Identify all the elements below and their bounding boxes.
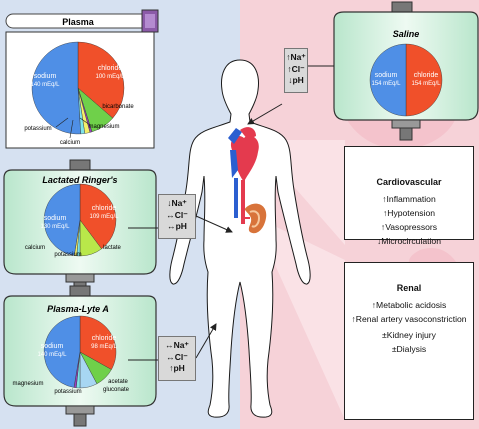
pie-pl-slice-chloride [79,315,117,370]
lr-effect-box: ↓Na⁺ ↔Cl⁻ ↔pH [158,194,196,239]
renal-projection [262,220,345,420]
lr-chloride-value: 109 mEq/L [89,214,119,220]
pl-gluconate-label: gluconate [103,387,130,393]
plasma-lyte-pie-chart [43,315,117,389]
lr-effect-cl: ↔Cl⁻ [166,209,188,220]
saline-pie-chart [369,43,443,117]
lr-calcium-label: calcium [25,245,45,251]
flow-arrows [128,65,334,361]
pl-acetate-label: acetate [108,379,128,385]
lr-effect-ph: ↔pH [167,221,187,231]
pl-effect-ph: ↑pH [169,363,185,373]
lr-chloride-label: chloride [92,205,117,212]
cardiovascular-panel: Cardiovascular ↑Inflammation ↑Hypotensio… [344,146,474,246]
plasma-sodium-value: 140 mEq/L [30,82,60,88]
pie-saline-slice-chloride [405,43,443,117]
cardiovascular-item: ↑Inflammation [382,194,436,204]
pl-magnesium-label: magnesium [12,381,43,387]
lr-potassium-label: potassium [54,252,81,258]
saline-chloride-label: chloride [414,72,439,79]
plasma-magnesium-label: magnesium [88,124,119,130]
plasma-sodium-label: sodium [34,73,57,80]
pl-chloride-label: chloride [92,335,117,342]
plasma-leader-lines [55,117,91,139]
renal-panel: Renal ↑Metabolic acidosis ↑Renal artery … [344,262,474,420]
pie-plasma-slice-chloride [77,41,125,119]
pie-plasma-slice-sodium [31,41,81,135]
saline-chloride-value: 154 mEq/L [411,81,441,87]
renal-item: ↑Renal artery vasoconstriction [351,314,467,324]
heart-icon [228,127,259,224]
plasma-bicarbonate-label: bicarbonate [102,104,134,110]
saline-sodium-label: sodium [375,72,398,79]
saline-effect-box: ↑Na⁺ ↑Cl⁻ ↓pH [284,48,308,93]
pie-pl-slice-sodium [43,315,81,388]
renal-item: ↑Metabolic acidosis [371,300,447,310]
pl-effect-box: ↔Na⁺ ↔Cl⁻ ↑pH [158,336,196,381]
lactated-ringers-pie-chart [43,183,117,257]
renal-item: ±Dialysis [391,344,427,354]
plasma-calcium-label: calcium [60,140,80,146]
plasma-tube [5,9,159,33]
lr-lactate-label: lactate [103,245,121,251]
kidney-icon [244,203,267,234]
pl-effect-na: ↔Na⁺ [165,340,189,350]
saline-title: Saline [393,29,420,39]
saline-effect-na: ↑Na⁺ [286,52,306,62]
pl-sodium-label: sodium [41,343,64,350]
pl-effect-cl: ↔Cl⁻ [166,351,188,362]
pl-title: Plasma-Lyte A [47,304,109,314]
plasma-pie-chart [31,41,125,135]
plasma-title: Plasma [62,17,95,27]
plasma-chloride-label: chloride [98,65,123,72]
pl-chloride-value: 98 mEq/L [91,344,117,350]
plasma-potassium-label: potassium [24,126,51,132]
pie-lr-slice-sodium [43,183,81,256]
lr-effect-na: ↓Na⁺ [167,198,187,208]
lr-sodium-value: 130 mEq/L [40,224,70,230]
lr-title: Lactated Ringer's [42,175,117,185]
pl-sodium-value: 140 mEq/L [37,352,67,358]
saline-effect-cl: ↑Cl⁻ [287,63,305,74]
renal-item: ±Kidney injury [382,330,436,340]
cardiovascular-item: ↓Microcirculation [377,236,441,246]
pl-potassium-label: potassium [54,389,81,395]
pie-lr-slice-chloride [79,183,117,250]
human-body [169,59,311,418]
renal-title: Renal [396,283,422,293]
saline-effect-ph: ↓pH [288,75,304,85]
cardiovascular-item: ↑Hypotension [382,208,436,218]
pie-saline-slice-sodium [369,43,407,117]
saline-sodium-value: 154 mEq/L [371,81,401,87]
cardiovascular-title: Cardiovascular [376,177,442,187]
plasma-chloride-value: 100 mEq/L [95,74,125,80]
cardiovascular-item: ↑Vasopressors [380,222,438,232]
lr-sodium-label: sodium [44,215,67,222]
